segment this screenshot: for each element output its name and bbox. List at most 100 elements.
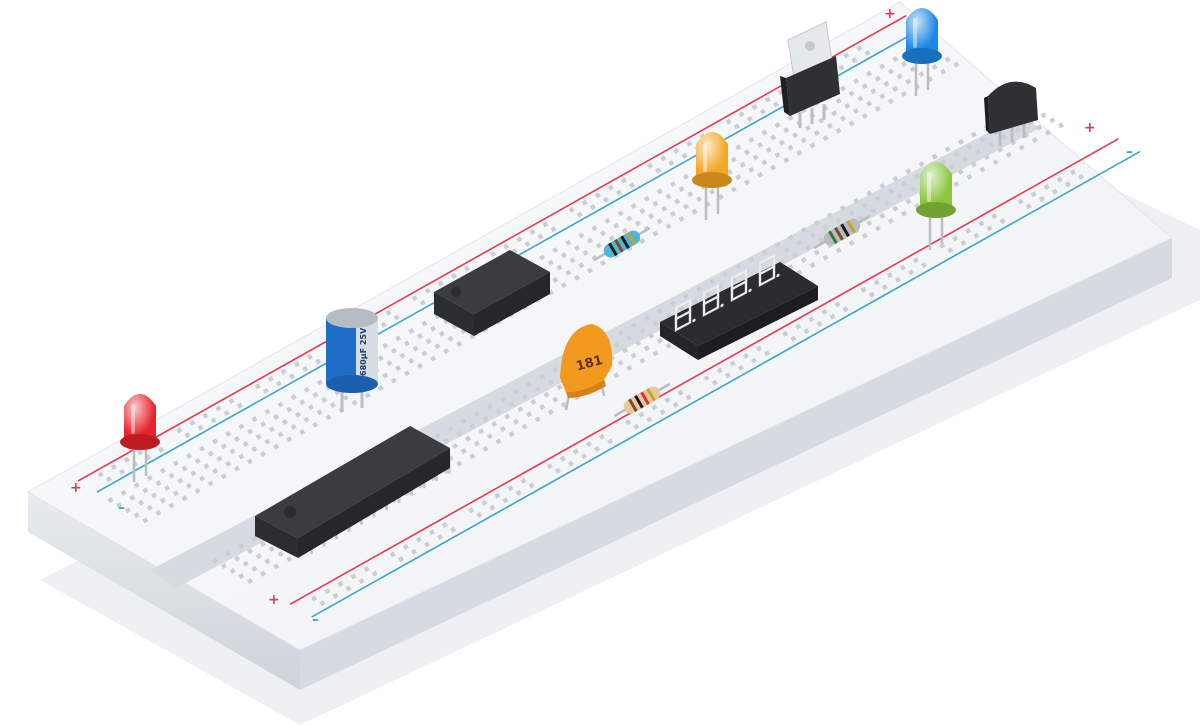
hole: [829, 313, 836, 320]
hole: [851, 57, 858, 64]
hole: [800, 227, 807, 234]
dip-ic-small[interactable]: [434, 250, 550, 336]
hole: [831, 110, 838, 117]
hole: [966, 173, 973, 180]
hole: [939, 242, 946, 249]
hole: [508, 431, 515, 438]
hole: [868, 291, 875, 298]
hole: [262, 387, 269, 395]
hole: [434, 343, 441, 350]
hole: [757, 171, 764, 178]
hole: [608, 235, 615, 242]
hole: [735, 263, 742, 270]
hole: [238, 543, 245, 550]
voltage-regulator[interactable]: [780, 21, 840, 128]
hole: [620, 177, 627, 184]
hole: [260, 570, 267, 577]
hole: [118, 468, 126, 475]
hole: [425, 338, 432, 345]
hole: [299, 399, 306, 406]
hole: [630, 352, 637, 359]
hole: [892, 205, 899, 212]
hole: [567, 460, 574, 467]
hole: [129, 494, 136, 501]
seven-segment-display[interactable]: [660, 253, 818, 360]
hole: [979, 166, 986, 173]
hole: [957, 168, 964, 175]
resistor-band: [626, 231, 636, 246]
hole: [787, 114, 794, 121]
hole: [1005, 151, 1012, 158]
segment-digit: [730, 268, 752, 302]
hole: [181, 465, 188, 472]
hole: [892, 56, 899, 63]
transistor[interactable]: [984, 81, 1038, 146]
hole: [1017, 198, 1024, 205]
led-green[interactable]: [916, 162, 956, 250]
resistor[interactable]: [611, 378, 673, 422]
hole: [146, 504, 153, 511]
hole: [428, 529, 436, 536]
hole: [848, 210, 855, 217]
resistors: [591, 210, 873, 422]
hole: [547, 379, 554, 386]
led-blue[interactable]: [902, 8, 942, 96]
hole: [197, 424, 204, 431]
dip-ic-large[interactable]: [255, 426, 451, 558]
hole: [861, 232, 868, 239]
hole: [864, 49, 871, 56]
hole: [656, 337, 663, 344]
led-orange[interactable]: [692, 132, 732, 220]
ceramic-capacitor[interactable]: 181: [560, 324, 613, 411]
resistor[interactable]: [811, 210, 873, 254]
hole: [499, 425, 506, 433]
hole: [870, 88, 877, 95]
hole: [450, 272, 457, 280]
hole: [382, 342, 389, 349]
hole: [804, 124, 812, 132]
hole: [469, 453, 476, 460]
hole: [970, 161, 977, 168]
hole: [399, 352, 406, 359]
hole: [259, 451, 267, 458]
hole: [534, 416, 541, 423]
led-red[interactable]: [120, 394, 160, 482]
hole: [879, 182, 886, 190]
hole: [168, 472, 175, 479]
hole: [233, 555, 241, 562]
hole: [560, 252, 567, 259]
hole: [652, 350, 659, 357]
hole: [757, 141, 764, 149]
hole: [652, 230, 659, 237]
hole: [539, 374, 546, 381]
hole: [870, 207, 877, 214]
hole: [664, 396, 671, 404]
hole: [617, 210, 624, 217]
hole: [953, 181, 960, 188]
hole: [691, 208, 698, 215]
hole: [809, 262, 816, 269]
hole: [542, 221, 549, 228]
hole: [386, 360, 393, 367]
hole: [626, 335, 633, 342]
hole: [839, 115, 846, 122]
resistor[interactable]: [591, 222, 653, 266]
segment-digit: [758, 253, 780, 287]
electrolytic-capacitor[interactable]: 680µF 25V: [326, 308, 378, 412]
hole: [879, 63, 886, 70]
hole: [572, 448, 579, 455]
hole: [573, 274, 580, 281]
hole: [918, 160, 925, 168]
hole: [177, 477, 184, 484]
hole: [290, 423, 297, 431]
hole: [892, 175, 899, 182]
hole: [303, 386, 310, 393]
hole: [905, 198, 912, 205]
hole: [530, 398, 537, 405]
hole: [589, 204, 596, 211]
hole: [691, 298, 698, 305]
hole: [430, 355, 437, 362]
hole: [529, 228, 536, 235]
hole: [578, 262, 585, 269]
hole: [648, 332, 655, 339]
